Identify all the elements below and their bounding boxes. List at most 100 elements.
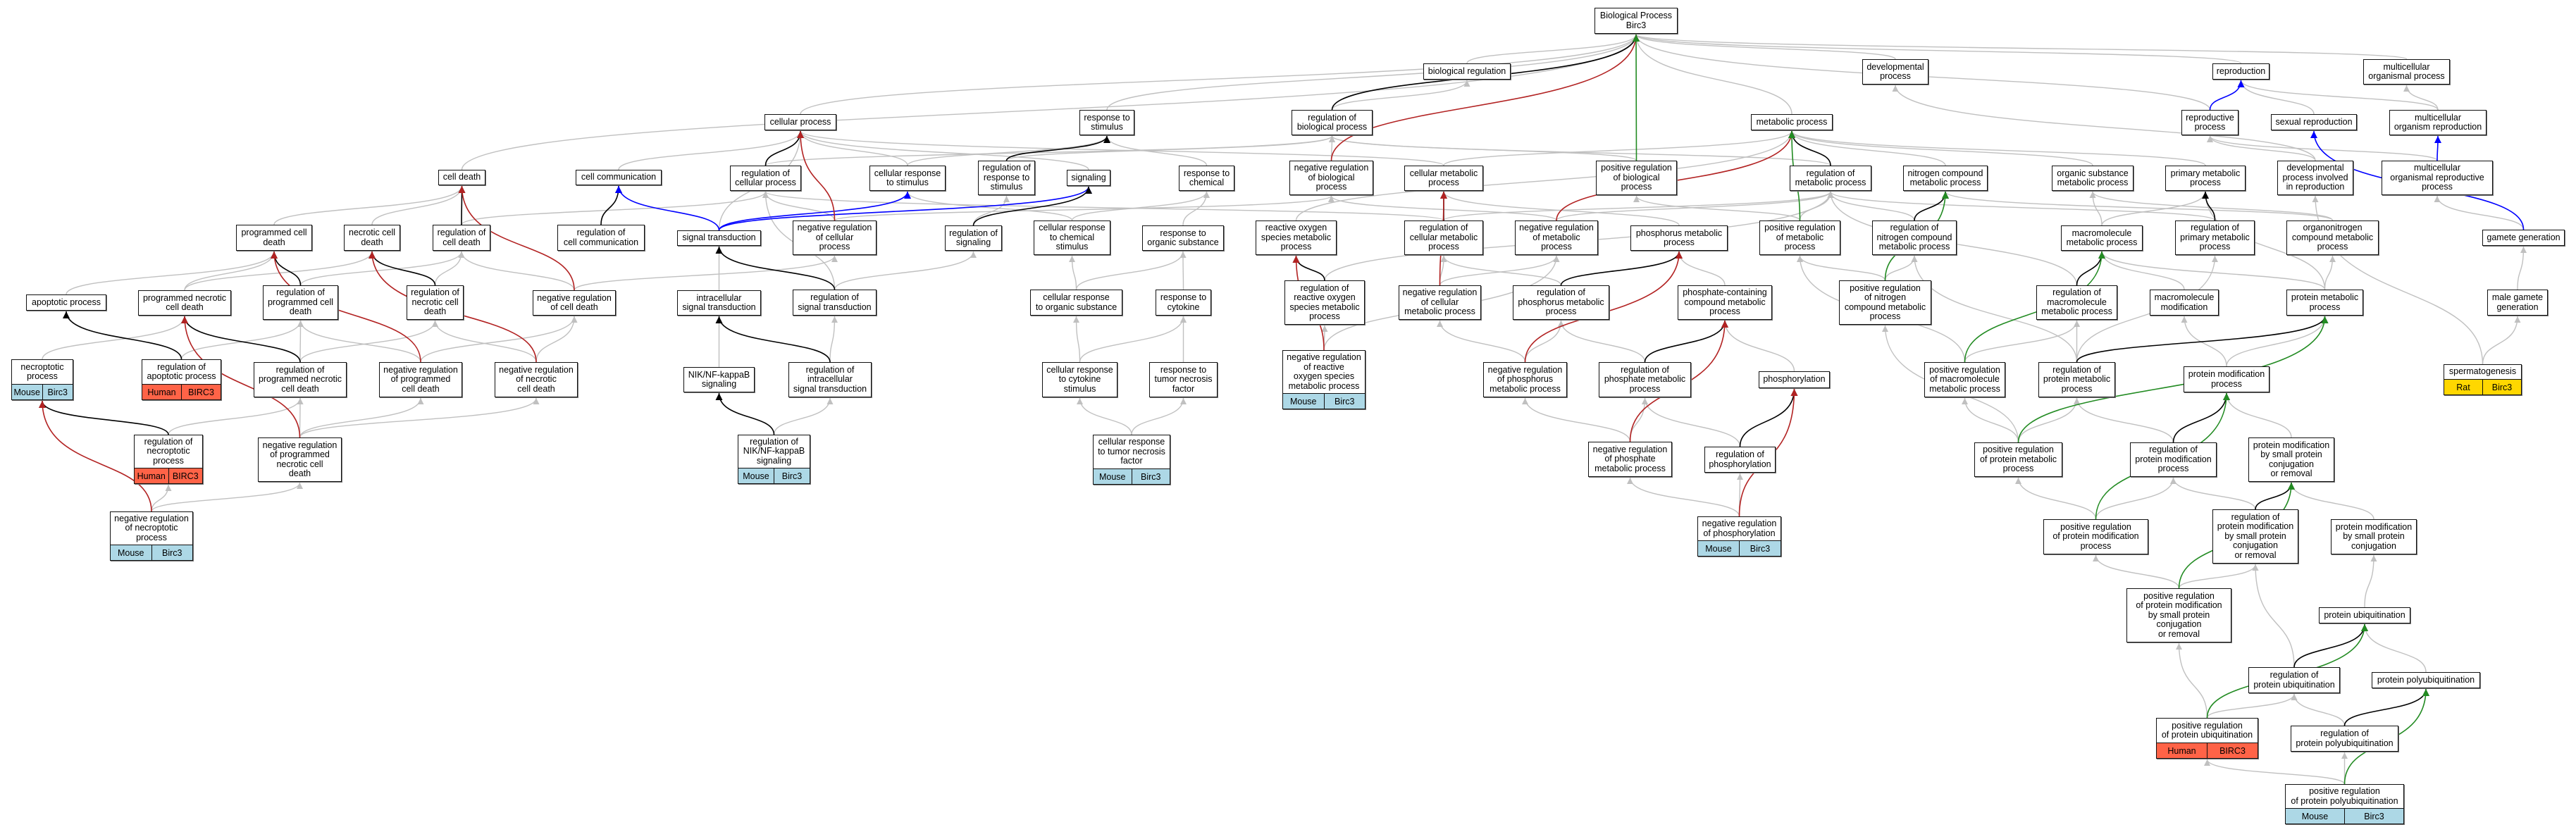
go-term-node[interactable]: negative regulation of programmed necrot… bbox=[258, 437, 342, 482]
go-term-node[interactable]: reactive oxygen species metabolic proces… bbox=[1256, 221, 1337, 255]
go-term-node[interactable]: regulation of cell communication bbox=[557, 225, 645, 251]
go-term-node[interactable]: negative regulation of cellular metaboli… bbox=[1399, 285, 1481, 320]
go-term-node[interactable]: negative regulation of necrotic cell dea… bbox=[495, 362, 578, 397]
go-term-node[interactable]: phosphate-containing compound metabolic … bbox=[1678, 285, 1772, 320]
go-term-node[interactable]: regulation of protein modification by sm… bbox=[2212, 509, 2298, 564]
go-term-node[interactable]: regulation of phosphorylation bbox=[1704, 447, 1776, 473]
go-term-node[interactable]: regulation of cell death bbox=[433, 225, 490, 251]
go-term-node[interactable]: cellular process bbox=[764, 114, 836, 130]
go-term-node[interactable]: regulation of primary metabolic process bbox=[2175, 221, 2255, 255]
go-term-node[interactable]: regulation of protein modification proce… bbox=[2130, 442, 2217, 477]
go-term-node[interactable]: negative regulation of phosphate metabol… bbox=[1588, 442, 1672, 477]
go-term-node[interactable]: regulation of cellular process bbox=[730, 166, 801, 191]
go-term-node[interactable]: protein modification by small protein co… bbox=[2331, 519, 2417, 554]
go-term-node[interactable]: positive regulation of protein metabolic… bbox=[1974, 442, 2062, 477]
root-term-node[interactable]: Biological Process Birc3 bbox=[1594, 8, 1678, 34]
go-term-node[interactable]: regulation of protein metabolic process bbox=[2038, 362, 2115, 397]
go-term-node[interactable]: positive regulation of protein modificat… bbox=[2126, 588, 2231, 642]
go-term-node[interactable]: negative regulation of cellular process bbox=[793, 221, 877, 255]
go-term-node[interactable]: positive regulation of protein polyubiqu… bbox=[2285, 784, 2404, 824]
go-term-node[interactable]: regulation of phosphate metabolic proces… bbox=[1599, 362, 1691, 397]
go-term-node[interactable]: cellular response to cytokine stimulus bbox=[1042, 362, 1117, 397]
go-term-node[interactable]: regulation of protein polyubiquitination bbox=[2291, 726, 2398, 752]
go-term-node[interactable]: cellular response to tumor necrosis fact… bbox=[1093, 435, 1170, 485]
go-term-node[interactable]: positive regulation of nitrogen compound… bbox=[1839, 280, 1931, 325]
go-term-node[interactable]: developmental process bbox=[1862, 59, 1928, 85]
go-term-node[interactable]: signal transduction bbox=[677, 230, 761, 246]
go-term-node[interactable]: regulation of response to stimulus bbox=[978, 161, 1035, 195]
go-term-node[interactable]: response to tumor necrosis factor bbox=[1149, 362, 1218, 397]
go-term-node[interactable]: regulation of phosphorus metabolic proce… bbox=[1513, 285, 1609, 320]
go-term-node[interactable]: multicellular organism reproduction bbox=[2389, 110, 2487, 135]
go-term-node[interactable]: negative regulation of necroptotic proce… bbox=[110, 511, 193, 561]
go-term-node[interactable]: reproduction bbox=[2212, 63, 2270, 80]
go-term-node[interactable]: cellular response to organic substance bbox=[1030, 290, 1122, 316]
go-term-node[interactable]: response to chemical bbox=[1179, 166, 1234, 191]
go-term-node[interactable]: organonitrogen compound metabolic proces… bbox=[2286, 221, 2379, 255]
go-term-node[interactable]: protein polyubiquitination bbox=[2372, 672, 2480, 688]
go-term-node[interactable]: regulation of intracellular signal trans… bbox=[788, 362, 872, 397]
go-term-node[interactable]: positive regulation of biological proces… bbox=[1596, 161, 1677, 195]
go-term-node[interactable]: negative regulation of metabolic process bbox=[1515, 221, 1598, 255]
go-term-node[interactable]: regulation of macromolecule metabolic pr… bbox=[2036, 285, 2117, 320]
go-term-node[interactable]: protein ubiquitination bbox=[2319, 607, 2410, 623]
go-term-node[interactable]: negative regulation of phosphorus metabo… bbox=[1483, 362, 1567, 397]
go-term-node[interactable]: NIK/NF-kappaB signaling bbox=[683, 367, 755, 392]
go-term-node[interactable]: response to organic substance bbox=[1142, 225, 1224, 251]
go-term-node[interactable]: positive regulation of protein ubiquitin… bbox=[2156, 718, 2258, 759]
go-term-node[interactable]: male gamete generation bbox=[2487, 290, 2548, 316]
go-term-node[interactable]: phosphorylation bbox=[1759, 371, 1830, 388]
go-term-node[interactable]: regulation of biological process bbox=[1292, 110, 1373, 135]
go-term-node[interactable]: cellular response to stimulus bbox=[869, 166, 946, 191]
go-term-node[interactable]: programmed cell death bbox=[236, 225, 312, 251]
go-term-node[interactable]: regulation of protein ubiquitination bbox=[2248, 667, 2340, 693]
go-term-node[interactable]: negative regulation of reactive oxygen s… bbox=[1282, 350, 1366, 409]
go-term-node[interactable]: protein modification process bbox=[2184, 366, 2270, 392]
go-term-node[interactable]: response to cytokine bbox=[1156, 290, 1211, 316]
go-term-node[interactable]: signaling bbox=[1067, 170, 1110, 186]
go-term-node[interactable]: metabolic process bbox=[1751, 114, 1833, 130]
go-term-node[interactable]: macromolecule modification bbox=[2150, 290, 2219, 316]
go-term-node[interactable]: multicellular organismal process bbox=[2363, 59, 2450, 85]
go-term-node[interactable]: regulation of signaling bbox=[945, 225, 1002, 251]
go-term-node[interactable]: positive regulation of metabolic process bbox=[1759, 221, 1840, 255]
go-term-node[interactable]: regulation of metabolic process bbox=[1790, 166, 1871, 191]
go-term-node[interactable]: regulation of cellular metabolic process bbox=[1404, 221, 1483, 255]
go-term-node[interactable]: multicellular organismal reproductive pr… bbox=[2382, 161, 2493, 195]
go-term-node[interactable]: phosphorus metabolic process bbox=[1630, 225, 1728, 251]
go-term-node[interactable]: reproductive process bbox=[2181, 110, 2238, 135]
go-term-node[interactable]: negative regulation of cell death bbox=[533, 290, 616, 316]
go-term-node[interactable]: programmed necrotic cell death bbox=[138, 290, 231, 316]
go-term-node[interactable]: protein modification by small protein co… bbox=[2248, 437, 2334, 482]
go-term-node[interactable]: regulation of signal transduction bbox=[793, 290, 877, 316]
go-term-node[interactable]: gamete generation bbox=[2482, 230, 2565, 246]
go-term-node[interactable]: regulation of reactive oxygen species me… bbox=[1284, 280, 1365, 325]
go-term-node[interactable]: intracellular signal transduction bbox=[677, 290, 761, 316]
go-term-node[interactable]: negative regulation of biological proces… bbox=[1289, 161, 1373, 195]
go-term-node[interactable]: apoptotic process bbox=[26, 294, 106, 311]
go-term-node[interactable]: sexual reproduction bbox=[2271, 114, 2357, 130]
go-term-node[interactable]: cell death bbox=[438, 170, 485, 185]
go-term-node[interactable]: regulation of programmed necrotic cell d… bbox=[254, 362, 347, 397]
go-term-node[interactable]: cellular response to chemical stimulus bbox=[1034, 221, 1110, 255]
go-term-node[interactable]: positive regulation of macromolecule met… bbox=[1924, 362, 2005, 397]
go-term-node[interactable]: necrotic cell death bbox=[344, 225, 400, 251]
go-term-node[interactable]: macromolecule metabolic process bbox=[2061, 225, 2143, 251]
go-term-node[interactable]: developmental process involved in reprod… bbox=[2277, 161, 2353, 195]
go-term-node[interactable]: negative regulation of programmed cell d… bbox=[379, 362, 462, 397]
go-term-node[interactable]: nitrogen compound metabolic process bbox=[1903, 166, 1988, 191]
go-term-node[interactable]: regulation of nitrogen compound metaboli… bbox=[1872, 221, 1957, 255]
go-term-node[interactable]: organic substance metabolic process bbox=[2052, 166, 2134, 191]
go-term-node[interactable]: cellular metabolic process bbox=[1404, 166, 1483, 191]
go-term-node[interactable]: protein metabolic process bbox=[2286, 290, 2363, 316]
go-term-node[interactable]: regulation of programmed cell death bbox=[263, 285, 338, 320]
go-term-node[interactable]: primary metabolic process bbox=[2165, 166, 2246, 191]
go-term-node[interactable]: cell communication bbox=[576, 170, 662, 185]
go-term-node[interactable]: biological regulation bbox=[1423, 63, 1511, 80]
